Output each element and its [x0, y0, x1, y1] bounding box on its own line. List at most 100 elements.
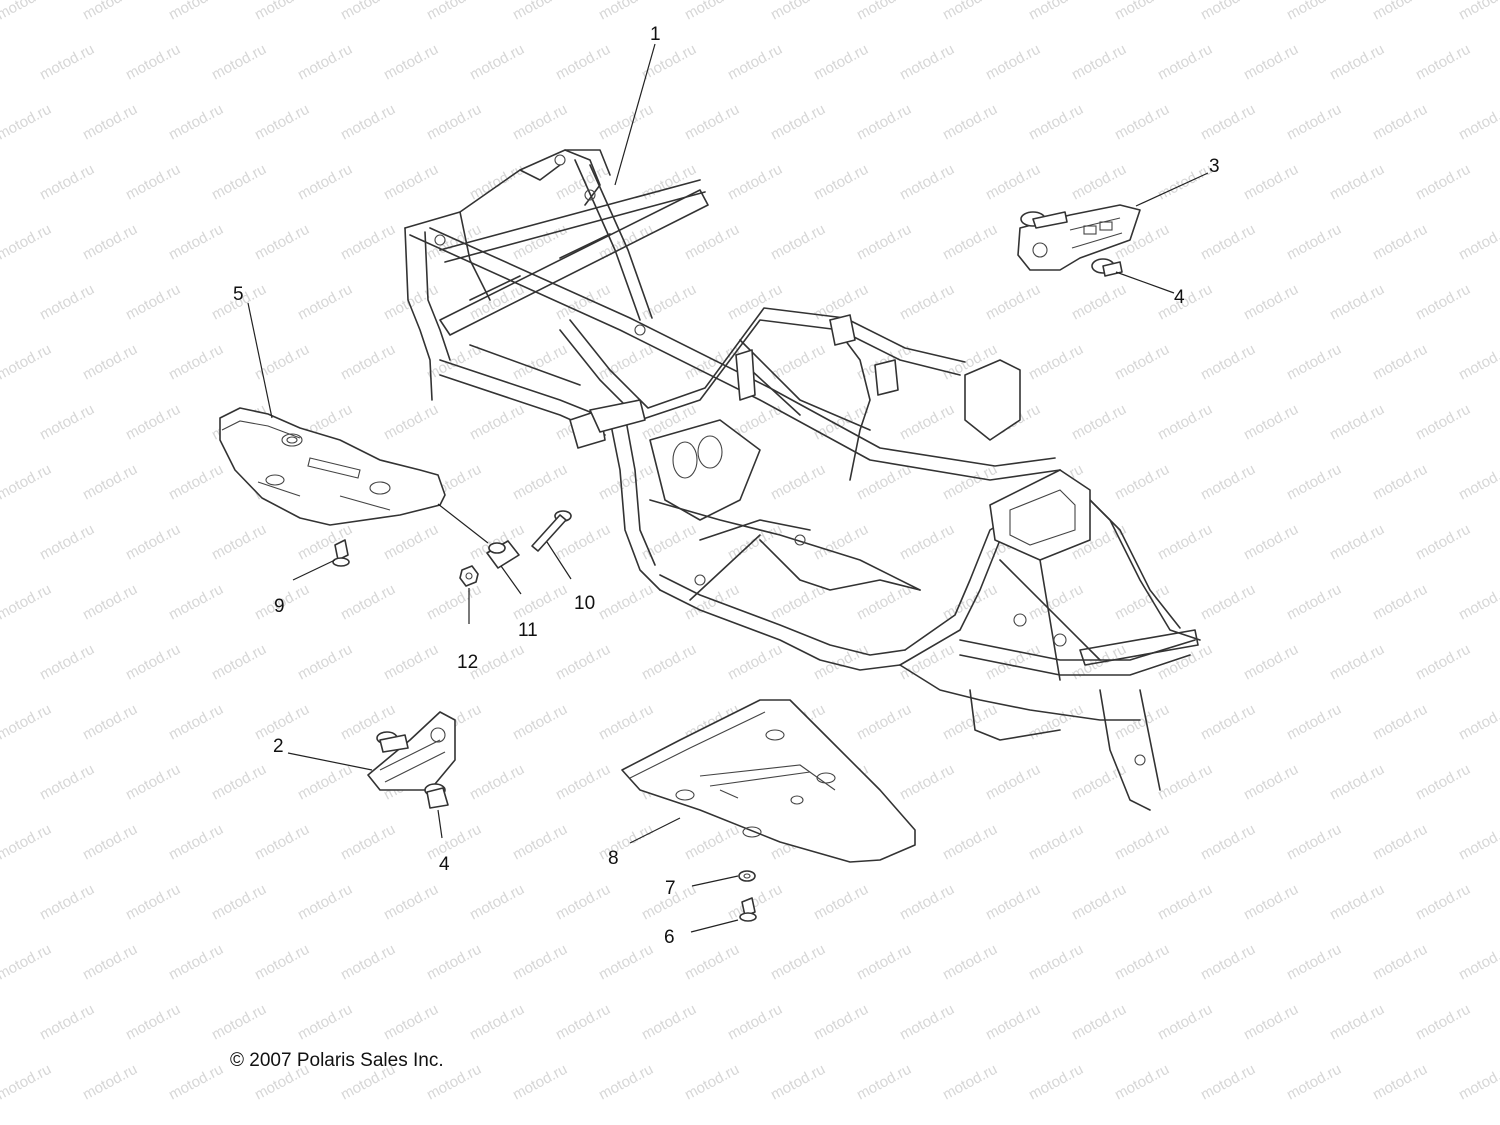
- watermark-text: motod.ru: [1112, 341, 1172, 384]
- watermark-text: motod.ru: [983, 881, 1043, 924]
- watermark-text: motod.ru: [1413, 41, 1473, 84]
- watermark-text: motod.ru: [897, 761, 957, 804]
- callouts: 1 3 4 5 9 10 11 12 2 4 8 7 6: [233, 24, 1220, 948]
- bracket-left: [367, 711, 456, 791]
- bolt-left-lower: [424, 783, 449, 809]
- watermark-text: motod.ru: [596, 821, 656, 864]
- spacer-tube: [486, 540, 520, 569]
- watermark-text: motod.ru: [381, 281, 441, 324]
- watermark-text: motod.ru: [682, 341, 742, 384]
- watermark-text: motod.ru: [209, 521, 269, 564]
- watermark-text: motod.ru: [1284, 701, 1344, 744]
- watermark-text: motod.ru: [940, 221, 1000, 264]
- watermark-text: motod.ru: [37, 641, 97, 684]
- watermark-text: motod.ru: [510, 101, 570, 144]
- watermark-text: motod.ru: [0, 821, 54, 864]
- watermark-text: motod.ru: [424, 221, 484, 264]
- callout-1: 1: [650, 24, 661, 45]
- watermark-text: motod.ru: [209, 1001, 269, 1044]
- watermark-text: motod.ru: [37, 761, 97, 804]
- watermark-text: motod.ru: [80, 101, 140, 144]
- watermark-text: motod.ru: [209, 641, 269, 684]
- watermark-text: motod.ru: [123, 761, 183, 804]
- rear-skid-plate: [219, 407, 446, 526]
- watermark-text: motod.ru: [1241, 41, 1301, 84]
- watermark-text: motod.ru: [1112, 821, 1172, 864]
- watermark-text: motod.ru: [80, 941, 140, 984]
- watermark-text: motod.ru: [1155, 401, 1215, 444]
- watermark-text: motod.ru: [1327, 281, 1387, 324]
- watermark-text: motod.ru: [1370, 821, 1430, 864]
- watermark-text: motod.ru: [1069, 161, 1129, 204]
- watermark-text: motod.ru: [424, 941, 484, 984]
- watermark-text: motod.ru: [1456, 581, 1500, 624]
- callout-8: 8: [608, 848, 619, 869]
- watermark-text: motod.ru: [1284, 461, 1344, 504]
- watermark-text: motod.ru: [80, 1061, 140, 1104]
- watermark-text: motod.ru: [897, 161, 957, 204]
- watermark-text: motod.ru: [0, 941, 54, 984]
- watermark-text: motod.ru: [123, 1001, 183, 1044]
- watermark-text: motod.ru: [1198, 461, 1258, 504]
- watermark-text: motod.ru: [209, 761, 269, 804]
- watermark-text: motod.ru: [1370, 0, 1430, 24]
- watermark-text: motod.ru: [1413, 881, 1473, 924]
- watermark-text: motod.ru: [1413, 1001, 1473, 1044]
- watermark-text: motod.ru: [37, 1001, 97, 1044]
- watermark-text: motod.ru: [725, 41, 785, 84]
- watermark-text: motod.ru: [1284, 0, 1344, 24]
- bolt-right-lower: [1091, 258, 1123, 277]
- watermark-text: motod.ru: [166, 821, 226, 864]
- watermark-text: motod.ru: [1241, 761, 1301, 804]
- watermark-text: motod.ru: [1327, 881, 1387, 924]
- watermark-text: motod.ru: [510, 461, 570, 504]
- watermark-text: motod.ru: [940, 821, 1000, 864]
- watermark-text: motod.ru: [682, 221, 742, 264]
- watermark-text: motod.ru: [0, 1061, 54, 1104]
- watermark-text: motod.ru: [1112, 1061, 1172, 1104]
- watermark-text: motod.ru: [510, 701, 570, 744]
- watermark-text: motod.ru: [639, 281, 699, 324]
- watermark-text: motod.ru: [123, 641, 183, 684]
- watermark-text: motod.ru: [682, 101, 742, 144]
- watermark-text: motod.ru: [1284, 581, 1344, 624]
- watermark-text: motod.ru: [252, 221, 312, 264]
- copyright-notice: © 2007 Polaris Sales Inc.: [230, 1050, 444, 1071]
- watermark-text: motod.ru: [0, 581, 54, 624]
- watermark-text: motod.ru: [639, 641, 699, 684]
- watermark-text: motod.ru: [1155, 41, 1215, 84]
- watermark-text: motod.ru: [811, 881, 871, 924]
- watermark-text: motod.ru: [1198, 821, 1258, 864]
- watermark-text: motod.ru: [424, 581, 484, 624]
- watermark-text: motod.ru: [1456, 461, 1500, 504]
- watermark-text: motod.ru: [768, 221, 828, 264]
- push-rivet: [332, 539, 350, 567]
- bolt-left-upper: [376, 731, 409, 753]
- watermark-text: motod.ru: [80, 821, 140, 864]
- callout-6: 6: [664, 927, 675, 948]
- watermark-text: motod.ru: [1241, 401, 1301, 444]
- watermark-text: motod.ru: [252, 941, 312, 984]
- watermark-text: motod.ru: [295, 761, 355, 804]
- watermark-text: motod.ru: [467, 881, 527, 924]
- watermark-text: motod.ru: [37, 401, 97, 444]
- watermark-text: motod.ru: [1370, 101, 1430, 144]
- watermark-text: motod.ru: [1155, 281, 1215, 324]
- watermark-text: motod.ru: [1284, 821, 1344, 864]
- watermark-text: motod.ru: [1241, 641, 1301, 684]
- watermark-text: motod.ru: [1327, 161, 1387, 204]
- watermark-text: motod.ru: [381, 401, 441, 444]
- watermark-text: motod.ru: [123, 281, 183, 324]
- watermark-text: motod.ru: [1198, 221, 1258, 264]
- watermark-text: motod.ru: [682, 0, 742, 24]
- watermark-text: motod.ru: [1370, 581, 1430, 624]
- watermark-text: motod.ru: [1284, 941, 1344, 984]
- watermark-text: motod.ru: [639, 521, 699, 564]
- watermark-text: motod.ru: [80, 701, 140, 744]
- watermark-text: motod.ru: [37, 41, 97, 84]
- watermark-text: motod.ru: [1327, 641, 1387, 684]
- watermark-text: motod.ru: [295, 641, 355, 684]
- watermark-text: motod.ru: [1112, 701, 1172, 744]
- watermark-text: motod.ru: [1413, 161, 1473, 204]
